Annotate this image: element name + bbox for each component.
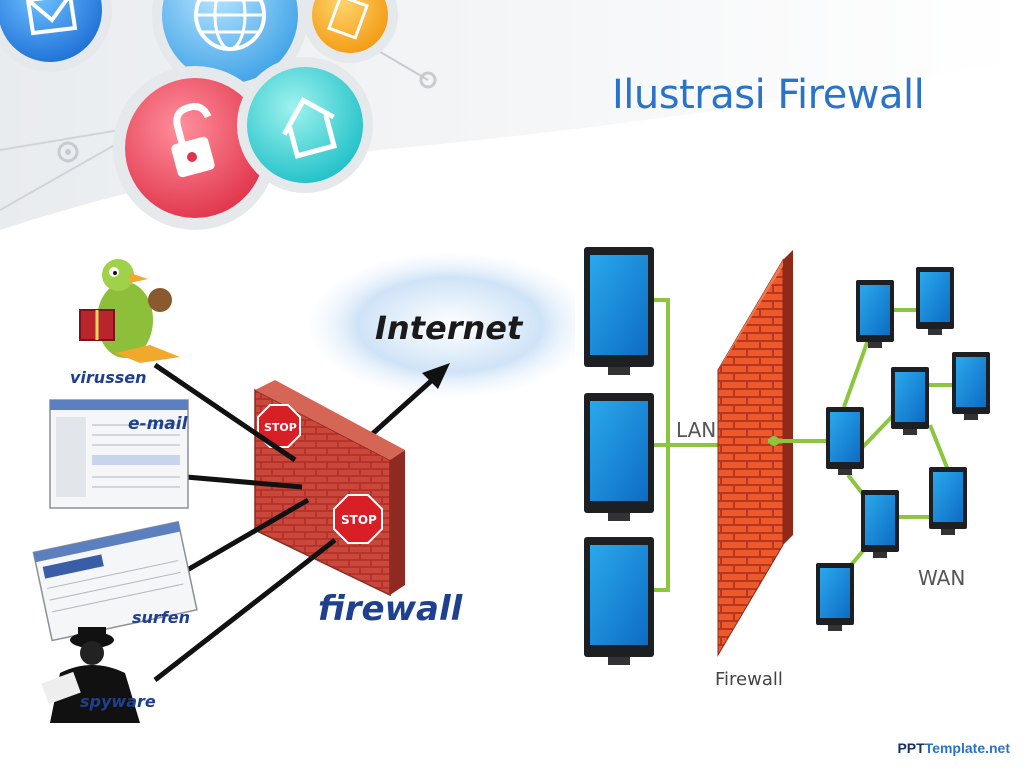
firewall-label: firewall — [318, 589, 464, 629]
wan-computer — [826, 407, 864, 475]
virus-bird-icon — [79, 259, 180, 363]
lan-computer — [584, 537, 654, 665]
threat-label-spyware: spyware — [80, 692, 156, 711]
slide-title: Ilustrasi Firewall — [612, 72, 925, 118]
decor-bubbles — [0, 0, 398, 230]
spy-icon — [41, 627, 140, 723]
brand-footer: PPTTemplate.net — [897, 740, 1010, 756]
threat-label-virussen: virussen — [70, 368, 146, 387]
lan-computer — [584, 247, 654, 375]
brand-suffix: Template.net — [924, 740, 1010, 756]
envelope-icon — [0, 0, 112, 72]
wan-computer — [861, 490, 899, 558]
wan-computer — [916, 267, 954, 335]
lan-computer — [584, 393, 654, 521]
lan-wan-network-diagram: LAN Firewall WAN — [584, 247, 990, 690]
threat-label-surfen: surfen — [132, 608, 190, 627]
internet-label: Internet — [375, 309, 524, 347]
wan-computer — [816, 563, 854, 631]
wan-computer — [929, 467, 967, 535]
threat-firewall-diagram: Internet STOP STOP firewall — [32, 253, 575, 723]
house-icon — [237, 57, 373, 193]
internet-cloud: Internet — [310, 253, 575, 397]
wan-computer — [952, 352, 990, 420]
wan-label: WAN — [918, 566, 965, 590]
firewall-label: Firewall — [715, 669, 783, 690]
stop-sign-label: STOP — [264, 421, 297, 434]
browser-window-icon — [32, 520, 198, 642]
email-window-icon — [49, 399, 189, 509]
stop-sign-label: STOP — [341, 513, 377, 527]
lan-label: LAN — [676, 418, 716, 442]
wan-computer — [856, 280, 894, 348]
padlock-icon — [113, 66, 277, 230]
stop-sign-icon: STOP — [257, 404, 301, 448]
brand-prefix: PPT — [897, 740, 925, 756]
wan-computer — [891, 367, 929, 435]
firewall-wall — [717, 250, 793, 657]
stop-sign-icon: STOP — [333, 494, 383, 544]
lan-links — [654, 298, 718, 592]
threat-label-email: e-mail — [128, 414, 189, 434]
document-icon — [302, 0, 398, 63]
